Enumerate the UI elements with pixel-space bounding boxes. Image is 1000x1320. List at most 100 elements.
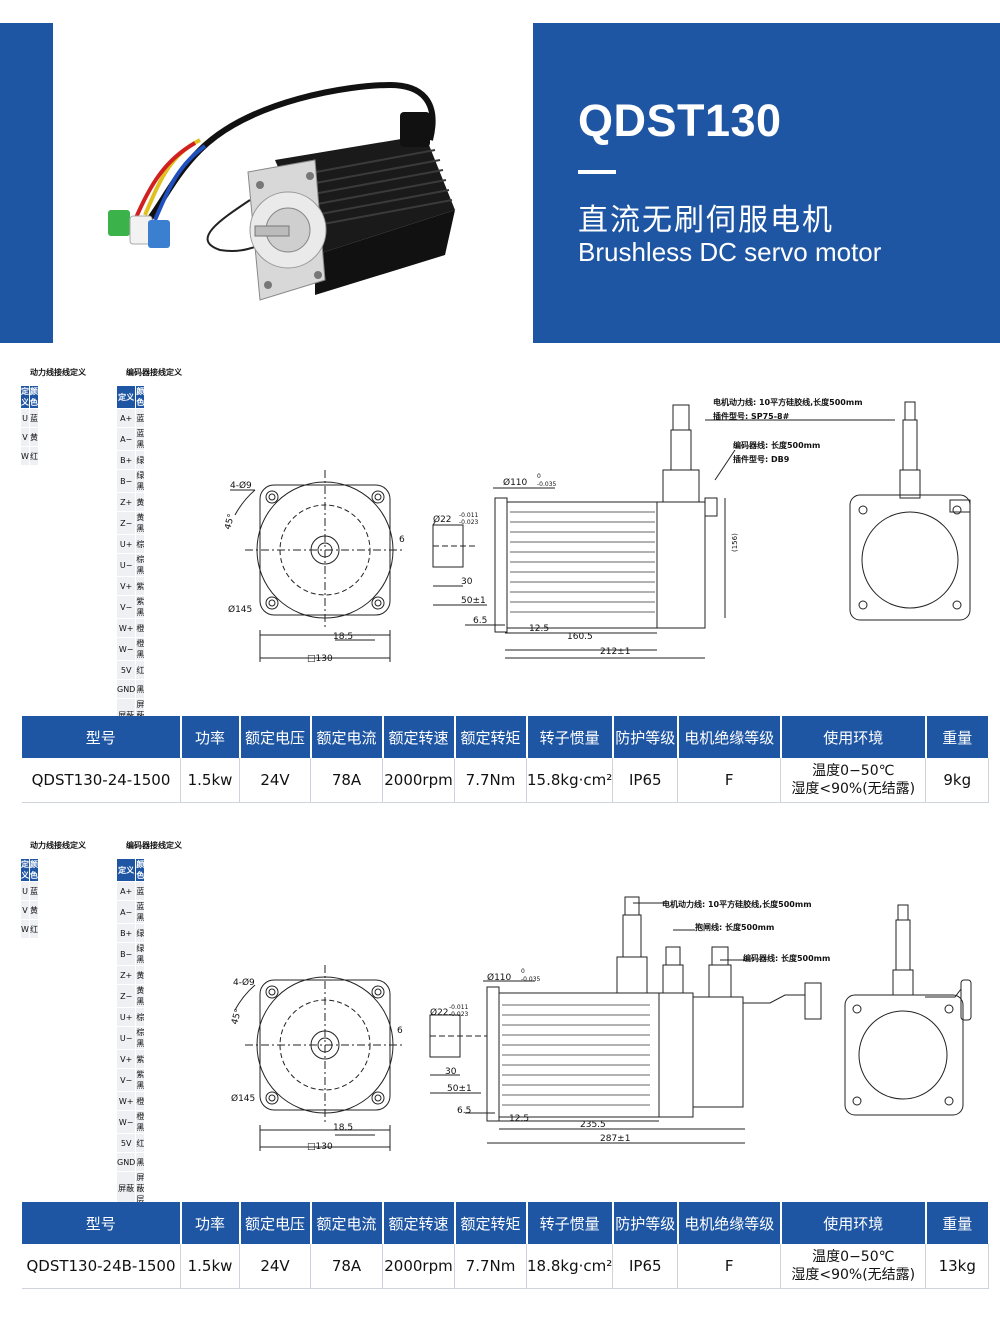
side-view xyxy=(429,896,822,1144)
dim-step: 12.5 xyxy=(509,1114,529,1124)
dim-height: (156) xyxy=(731,533,739,552)
dim-body-length: 235.5 xyxy=(580,1120,606,1130)
spec-voltage: 24V xyxy=(239,758,311,803)
wire-color: 黄 xyxy=(30,901,38,919)
spec-header-cell: 防护等级 xyxy=(612,1202,679,1244)
spec-header-cell: 使用环境 xyxy=(780,716,927,758)
wire-definition: GND xyxy=(117,680,136,698)
spec-insulation: F xyxy=(677,1244,782,1289)
wire-definition: A− xyxy=(117,428,136,450)
dim-spigot: 18.5 xyxy=(333,632,353,642)
wire-color: 蓝 xyxy=(30,882,38,900)
wire-definition: U+ xyxy=(117,1008,136,1026)
spec-env-humidity: 湿度<90%(无结露) xyxy=(791,1267,916,1283)
dim-step: 12.5 xyxy=(529,624,549,634)
wire-definition: W+ xyxy=(117,1092,136,1110)
spec-header-cell: 额定转矩 xyxy=(454,1202,528,1244)
spec-ip: IP65 xyxy=(612,758,679,803)
wire-definition: B− xyxy=(117,470,136,492)
spec-header-cell: 转子惯量 xyxy=(526,716,614,758)
dim-key-length: 30 xyxy=(445,1067,457,1077)
spec-voltage: 24V xyxy=(239,1244,311,1289)
wire-definition: 5V xyxy=(117,1134,136,1152)
wiring-row: V−紫黑 xyxy=(117,596,145,618)
spec-header-cell: 额定转速 xyxy=(382,1202,456,1244)
dim-shaft-length: 50±1 xyxy=(447,1084,472,1094)
dim-flange-thickness: 6.5 xyxy=(473,616,487,626)
english-title: Brushless DC servo motor xyxy=(578,237,882,267)
wire-color: 橙 xyxy=(136,619,145,637)
wire-definition: V− xyxy=(117,1069,136,1091)
wiring-row: W−橙黑 xyxy=(117,638,145,660)
dim-total-length: 287±1 xyxy=(600,1134,630,1144)
wiring-row: U+棕 xyxy=(117,1008,145,1026)
note-power-cable: 电机动力线: 10平方硅胶线,长度500mm xyxy=(713,397,863,407)
spec-header-cell: 额定转矩 xyxy=(454,716,528,758)
spec-header-cell: 额定电流 xyxy=(310,716,384,758)
spec-torque: 7.7Nm xyxy=(454,758,527,803)
wire-definition: W− xyxy=(117,638,136,660)
spec-table-1: 型号功率额定电压额定电流额定转速额定转矩转子惯量防护等级电机绝缘等级使用环境重量… xyxy=(22,716,990,803)
wiring-row: Z−黄黑 xyxy=(117,512,145,534)
note-encoder-cable: 编码器线: 长度500mm xyxy=(743,953,830,963)
wire-definition: V− xyxy=(117,596,136,618)
dim-flange-thickness: 6.5 xyxy=(457,1106,471,1116)
dim-flange-tol-bot: -0.035 xyxy=(521,976,541,983)
wiring-row: U−棕黑 xyxy=(117,1027,145,1049)
spec-header-cell: 重量 xyxy=(925,716,990,758)
wire-color: 黄黑 xyxy=(136,512,145,534)
dim-flat: 6 xyxy=(399,535,405,545)
dim-key-length: 30 xyxy=(461,577,473,587)
wiring-row: V−紫黑 xyxy=(117,1069,145,1091)
col-definition: 定义 xyxy=(21,386,29,408)
note-encoder-cable: 编码器线: 长度500mm xyxy=(733,440,820,450)
wiring-row: Z+黄 xyxy=(117,966,145,984)
wiring-row: B−绿黑 xyxy=(117,470,145,492)
wire-color: 黄 xyxy=(30,428,38,446)
dim-angle: 45° xyxy=(225,513,237,531)
wiring-row: W+橙 xyxy=(117,1092,145,1110)
wire-color: 绿黑 xyxy=(136,943,145,965)
front-view xyxy=(230,470,405,662)
col-definition: 定义 xyxy=(21,859,29,881)
col-definition: 定义 xyxy=(117,386,136,408)
note-power-cable: 电机动力线: 10平方硅胶线,长度500mm xyxy=(662,899,812,909)
spec-header-cell: 型号 xyxy=(22,1202,182,1244)
wire-color: 黄黑 xyxy=(136,985,145,1007)
dim-square: □130 xyxy=(307,654,333,664)
col-color: 颜色 xyxy=(30,859,38,881)
spec-header-cell: 额定转速 xyxy=(382,716,456,758)
wire-color: 紫 xyxy=(136,1050,145,1068)
spec-header-row: 型号功率额定电压额定电流额定转速额定转矩转子惯量防护等级电机绝缘等级使用环境重量 xyxy=(22,1202,990,1244)
wiring-row: V+紫 xyxy=(117,1050,145,1068)
col-color: 颜色 xyxy=(136,386,145,408)
wire-definition: W+ xyxy=(117,619,136,637)
technical-drawing-2: 4-Ø9 45° Ø145 6 18.5 □130 xyxy=(230,896,972,1152)
wiring-row: 屏蔽屏蔽层 xyxy=(117,1172,145,1205)
dim-shaft-length: 50±1 xyxy=(461,596,486,606)
wire-color: 蓝 xyxy=(136,882,145,900)
wiring-row: U+棕 xyxy=(117,535,145,553)
spec-header-cell: 转子惯量 xyxy=(526,1202,614,1244)
col-color: 颜色 xyxy=(136,859,145,881)
spec-header-row: 型号功率额定电压额定电流额定转速额定转矩转子惯量防护等级电机绝缘等级使用环境重量 xyxy=(22,716,990,758)
wire-definition: V xyxy=(21,901,29,919)
wire-color: 黑 xyxy=(136,680,145,698)
wire-color: 绿黑 xyxy=(136,470,145,492)
wire-color: 蓝黑 xyxy=(136,901,145,923)
wiring-row: W−橙黑 xyxy=(117,1111,145,1133)
wiring-row: U−棕黑 xyxy=(117,554,145,576)
wire-color: 屏蔽层 xyxy=(136,1172,145,1205)
wiring-row: B−绿黑 xyxy=(117,943,145,965)
dim-body-length: 160.5 xyxy=(567,632,593,642)
wire-color: 蓝 xyxy=(136,409,145,427)
wire-definition: V+ xyxy=(117,577,136,595)
note-brake-cable: 抱闸线: 长度500mm xyxy=(695,922,774,932)
